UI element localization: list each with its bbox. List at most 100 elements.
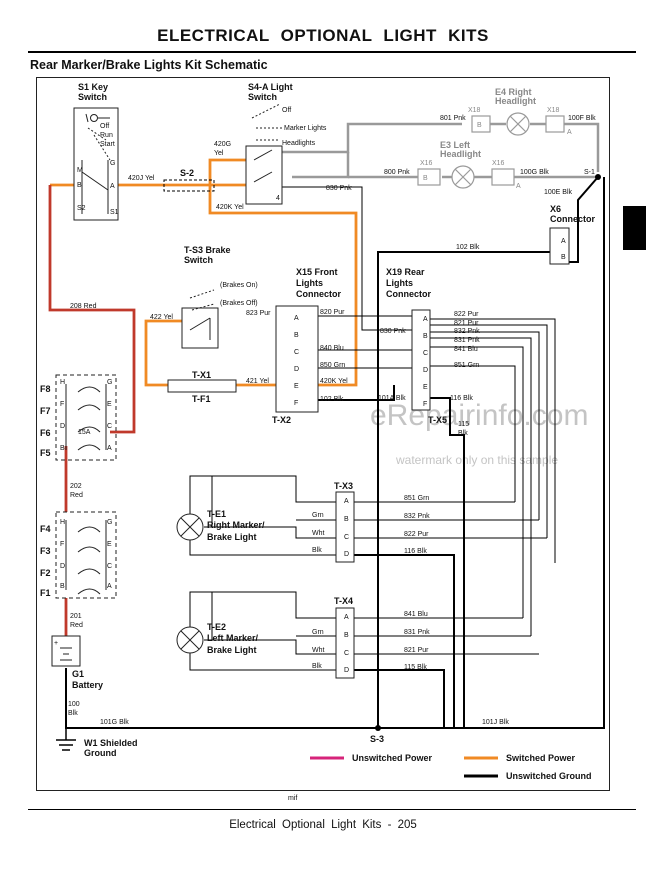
svg-text:Switch: Switch bbox=[184, 255, 213, 265]
svg-text:X15 Front: X15 Front bbox=[296, 267, 338, 277]
svg-text:841 Blu: 841 Blu bbox=[454, 346, 478, 353]
svg-text:Run: Run bbox=[100, 132, 113, 139]
svg-text:Blk: Blk bbox=[312, 663, 322, 670]
svg-text:X18: X18 bbox=[468, 107, 481, 114]
svg-text:F: F bbox=[423, 401, 427, 408]
svg-text:F2: F2 bbox=[40, 568, 51, 578]
svg-text:T-E2: T-E2 bbox=[207, 622, 226, 632]
svg-text:G1: G1 bbox=[72, 669, 84, 679]
legend: Unswitched Power Switched Power Unswitch… bbox=[310, 753, 592, 781]
svg-text:100E Blk: 100E Blk bbox=[544, 189, 573, 196]
schematic-title: Rear Marker/Brake Lights Kit Schematic bbox=[30, 58, 268, 72]
svg-text:Connector: Connector bbox=[386, 289, 431, 299]
svg-text:X18: X18 bbox=[547, 107, 560, 114]
x15-connector bbox=[275, 305, 319, 413]
svg-text:Brake Light: Brake Light bbox=[207, 645, 257, 655]
svg-text:A: A bbox=[567, 129, 572, 136]
svg-text:D: D bbox=[344, 667, 349, 674]
svg-text:Off: Off bbox=[100, 123, 109, 130]
svg-text:Red: Red bbox=[70, 492, 83, 499]
svg-text:T-E1: T-E1 bbox=[207, 509, 226, 519]
svg-text:E: E bbox=[423, 384, 428, 391]
unswitched-power-wiring bbox=[48, 185, 136, 636]
schematic-frame bbox=[36, 77, 610, 791]
svg-text:S1: S1 bbox=[110, 209, 119, 216]
svg-text:Battery: Battery bbox=[72, 680, 103, 690]
svg-text:A: A bbox=[516, 183, 521, 190]
svg-text:T-X2: T-X2 bbox=[272, 415, 291, 425]
svg-text:Headlight: Headlight bbox=[440, 149, 481, 159]
svg-text:116 Blk: 116 Blk bbox=[450, 395, 473, 402]
svg-text:D: D bbox=[344, 551, 349, 558]
svg-text:A: A bbox=[107, 445, 112, 452]
svg-text:Start: Start bbox=[100, 141, 115, 148]
x16-connector-right bbox=[491, 168, 515, 186]
svg-text:Off: Off bbox=[282, 107, 291, 114]
svg-text:100: 100 bbox=[68, 701, 80, 708]
svg-text:B: B bbox=[423, 333, 428, 340]
legend-label-unswitched-power: Unswitched Power bbox=[352, 753, 433, 763]
svg-text:H: H bbox=[60, 379, 65, 386]
watermark-note: watermark only on this sample bbox=[395, 453, 558, 467]
svg-text:851 Grn: 851 Grn bbox=[454, 362, 479, 369]
svg-text:T-F1: T-F1 bbox=[192, 394, 211, 404]
svg-text:Yel: Yel bbox=[214, 150, 224, 157]
svg-text:420K Yel: 420K Yel bbox=[320, 378, 348, 385]
svg-text:X16: X16 bbox=[420, 160, 433, 167]
svg-text:C: C bbox=[294, 349, 299, 356]
svg-text:100G Blk: 100G Blk bbox=[520, 169, 549, 176]
svg-text:Grn: Grn bbox=[312, 512, 324, 519]
svg-text:D: D bbox=[60, 563, 65, 570]
svg-text:X19 Rear: X19 Rear bbox=[386, 267, 425, 277]
svg-text:C: C bbox=[423, 350, 428, 357]
svg-text:101J Blk: 101J Blk bbox=[482, 719, 509, 726]
svg-text:D: D bbox=[60, 423, 65, 430]
svg-text:(Brakes On): (Brakes On) bbox=[220, 282, 258, 289]
svg-text:X6: X6 bbox=[550, 204, 561, 214]
svg-text:B: B bbox=[423, 175, 428, 182]
svg-text:M: M bbox=[77, 167, 83, 174]
te1-label: Right Marker/ bbox=[207, 520, 265, 530]
svg-text:851 Grn: 851 Grn bbox=[404, 495, 429, 502]
watermark-site: eRepairinfo.com bbox=[370, 399, 588, 432]
svg-text:Grn: Grn bbox=[312, 629, 324, 636]
svg-text:840 Blu: 840 Blu bbox=[320, 345, 344, 352]
svg-text:B: B bbox=[344, 516, 349, 523]
svg-text:850 Grn: 850 Grn bbox=[320, 362, 345, 369]
svg-text:821 Pur: 821 Pur bbox=[404, 647, 429, 654]
switched-power-wiring bbox=[50, 158, 358, 387]
svg-text:T-X3: T-X3 bbox=[334, 481, 353, 491]
svg-text:S-3: S-3 bbox=[370, 734, 384, 744]
svg-text:823 Pur: 823 Pur bbox=[246, 310, 271, 317]
svg-text:841 Blu: 841 Blu bbox=[404, 611, 428, 618]
svg-text:A: A bbox=[110, 183, 115, 190]
svg-text:G: G bbox=[107, 379, 112, 386]
svg-text:Marker Lights: Marker Lights bbox=[284, 125, 327, 132]
svg-text:Connector: Connector bbox=[296, 289, 341, 299]
svg-text:A: A bbox=[423, 316, 428, 323]
tx3-connector bbox=[335, 491, 355, 563]
svg-text:Ground: Ground bbox=[84, 748, 117, 758]
svg-text:Wht: Wht bbox=[312, 647, 325, 654]
svg-text:B: B bbox=[294, 332, 299, 339]
svg-text:B: B bbox=[60, 583, 65, 590]
svg-text:115 Blk: 115 Blk bbox=[404, 664, 427, 671]
svg-text:T-X1: T-X1 bbox=[192, 370, 211, 380]
page-footer: Electrical Optional Light Kits - 205 bbox=[229, 819, 417, 831]
svg-text:C: C bbox=[107, 563, 112, 570]
fuse-block-f8-f5 bbox=[55, 374, 117, 461]
svg-text:Red: Red bbox=[70, 622, 83, 629]
s2-splice bbox=[163, 179, 215, 192]
figure-code: mif bbox=[288, 795, 297, 802]
svg-text:T-S3 Brake: T-S3 Brake bbox=[184, 245, 231, 255]
svg-text:F: F bbox=[294, 400, 298, 407]
svg-text:F3: F3 bbox=[40, 546, 51, 556]
svg-text:801 Pnk: 801 Pnk bbox=[440, 115, 466, 122]
svg-text:F1: F1 bbox=[40, 588, 51, 598]
svg-text:S-2: S-2 bbox=[180, 168, 194, 178]
svg-text:S4-A Light: S4-A Light bbox=[248, 82, 293, 92]
svg-text:830 Pnk: 830 Pnk bbox=[380, 328, 406, 335]
svg-text:C: C bbox=[344, 650, 349, 657]
svg-text:Brake Light: Brake Light bbox=[207, 532, 257, 542]
fuse-block-f4-f1 bbox=[55, 511, 117, 599]
